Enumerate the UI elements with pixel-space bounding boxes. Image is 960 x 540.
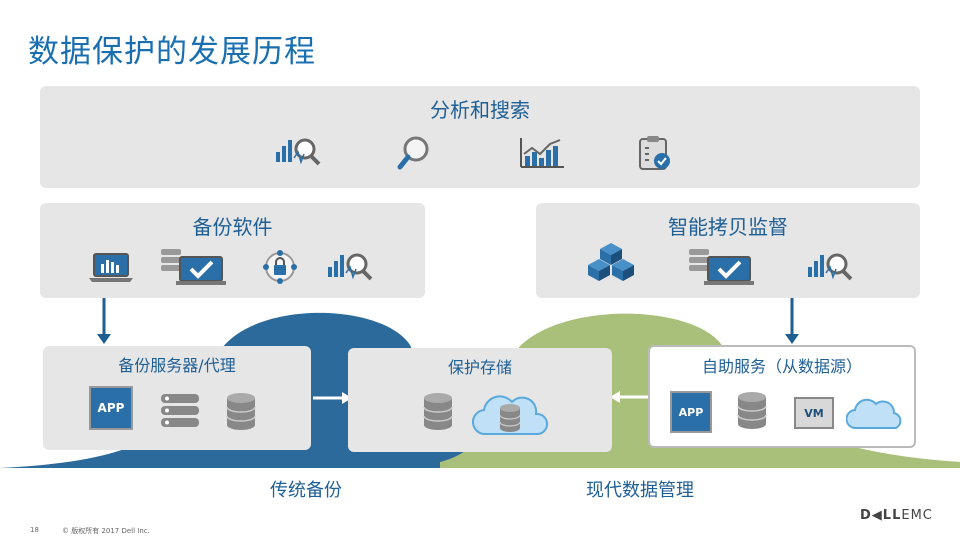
analytics-icon (328, 253, 373, 281)
backup-server-title: 备份服务器/代理 (118, 356, 236, 375)
protect-storage-panel: 保护存储 (348, 348, 612, 452)
self-service-title: 自助服务（从数据源） (701, 357, 862, 376)
lock-network-icon (263, 250, 297, 284)
analytics-search-panel: 分析和搜索 (40, 86, 920, 188)
backup-software-panel: 备份软件 (40, 203, 425, 298)
page-title: 数据保护的发展历程 (28, 34, 316, 70)
copyright: © 版权所有 2017 Dell Inc. (62, 527, 150, 535)
app-icon: APP (89, 386, 133, 430)
database-icon (226, 393, 256, 430)
app-icon: APP (670, 391, 712, 433)
protect-storage-title: 保护存储 (447, 358, 512, 377)
magnifier-icon (397, 136, 429, 170)
smart-copy-title: 智能拷贝监督 (668, 215, 788, 239)
analytics-search-title: 分析和搜索 (430, 98, 530, 122)
vm-icon: VM (794, 397, 834, 429)
clipboard-check-icon (639, 136, 670, 170)
self-service-panel: 自助服务（从数据源） APP VM (648, 345, 916, 448)
database-icon (423, 393, 453, 430)
smart-copy-panel: 智能拷贝监督 (536, 203, 920, 298)
dell-emc-logo: D◀LLEMC (860, 508, 933, 523)
backup-server-panel: 备份服务器/代理 APP (43, 346, 311, 450)
analytics-icon (276, 138, 321, 166)
cloud-icon (846, 398, 902, 430)
modern-data-management-label: 现代数据管理 (586, 480, 694, 501)
backup-software-title: 备份软件 (192, 215, 273, 239)
server-monitor-icon (689, 249, 754, 285)
database-icon (737, 392, 767, 429)
analytics-icon (808, 253, 853, 281)
cloud-database-icon (472, 395, 548, 436)
server-stack-icon (161, 394, 199, 427)
server-monitor-icon (161, 249, 226, 285)
logo-emc: EMC (901, 508, 933, 523)
page-number: 18 (30, 526, 39, 534)
traditional-backup-label: 传统备份 (270, 480, 342, 501)
cubes-icon (588, 243, 634, 281)
chart-icon (520, 138, 564, 168)
laptop-icon (89, 253, 133, 282)
logo-dell: D◀LL (860, 508, 902, 523)
